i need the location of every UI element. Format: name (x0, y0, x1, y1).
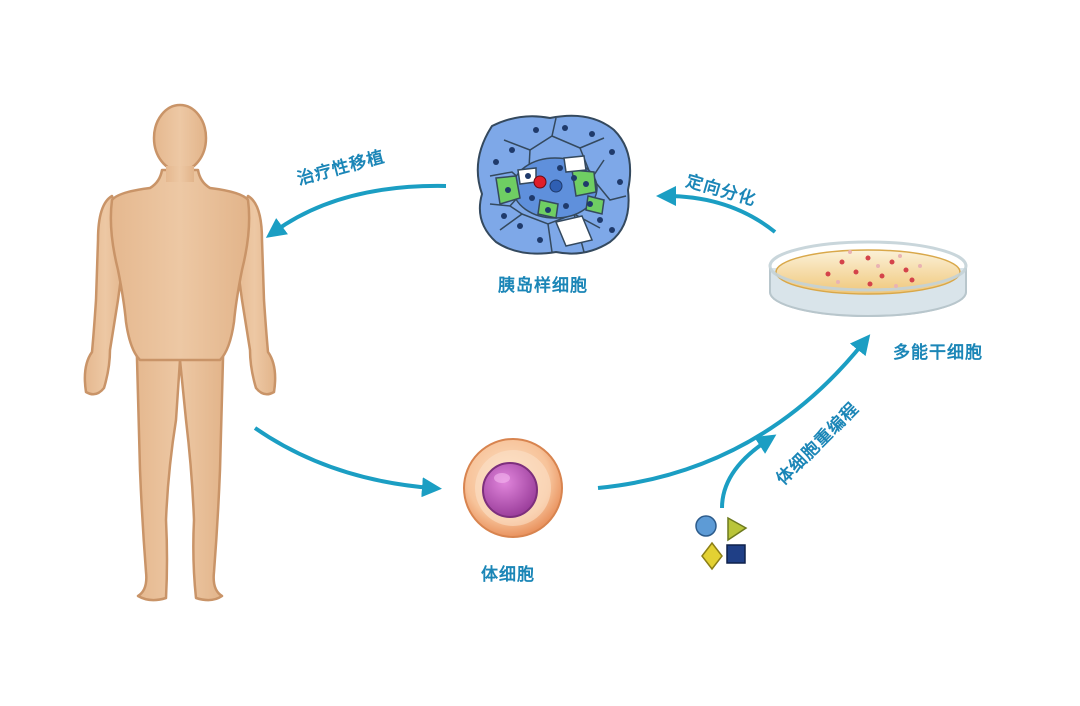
islet-cluster-icon (476, 114, 632, 255)
arrow-therapeutic-transplant (265, 183, 447, 238)
petri-dish-icon (768, 240, 968, 317)
reprogramming-factors-icon (695, 515, 748, 571)
arrow-body-to-somatic-cell (253, 426, 442, 498)
label-pluripotent-stem-cells: 多能干细胞 (893, 343, 983, 363)
somatic-cell-icon (463, 438, 563, 538)
label-islet-cells: 胰岛样细胞 (498, 276, 588, 296)
arrow-factors-merge (720, 434, 777, 509)
human-body-icon (83, 103, 277, 602)
arrow-directed-differentiation (656, 186, 777, 234)
label-somatic-cell: 体细胞 (481, 565, 535, 585)
arrow-somatic-to-stem-cell (597, 334, 871, 490)
